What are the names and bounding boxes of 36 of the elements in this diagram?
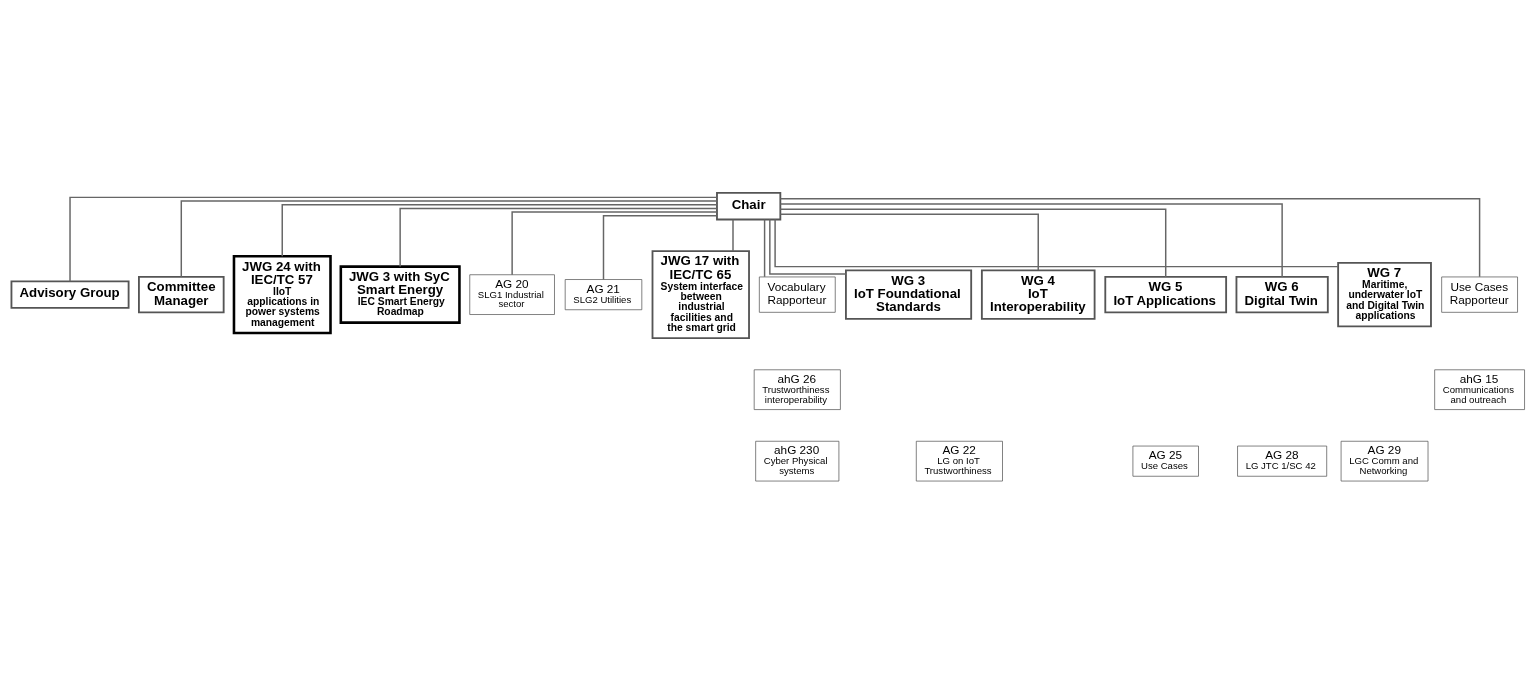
connector: [281, 204, 718, 257]
connector: [779, 213, 1039, 271]
node-box: AG 25 Use Cases: [1132, 445, 1199, 477]
node-box: JWG 17 with IEC/TC 65 System interface between industrial facilities and the smart grid: [651, 250, 750, 340]
node-box: Advisory Group: [10, 280, 130, 309]
node-box: JWG 24 with IEC/TC 57 IIoT applications in power systems management: [232, 255, 332, 335]
node-box: WG 3 IoT Foundational Standards: [845, 269, 973, 320]
node-box: ahG 26 Trustworthiness interoperability: [753, 369, 841, 410]
node-box: ahG 15 Communications and outreach: [1434, 369, 1525, 410]
node-box: AG 22 LG on IoT Trustworthiness: [915, 440, 1003, 482]
connector: [511, 211, 718, 276]
connector: [180, 200, 718, 278]
connector: [602, 215, 718, 281]
connector: [779, 208, 1167, 278]
node-box: Committee Manager: [138, 276, 225, 314]
node-box: AG 20 SLG1 Industrial sector: [469, 274, 555, 315]
connector: [399, 207, 718, 268]
connector: [763, 218, 766, 278]
node-box: WG 5 IoT Applications: [1104, 276, 1228, 314]
node-box: AG 28 LG JTC 1/SC 42: [1237, 445, 1328, 477]
node-box: WG 6 Digital Twin: [1235, 276, 1329, 314]
node-box: Chair: [716, 192, 782, 221]
node-box: AG 21 SLG2 Utilities: [564, 279, 643, 311]
connector: [769, 218, 847, 275]
node-box: WG 7 Maritime, underwater IoT and Digital Twin applications: [1337, 262, 1432, 328]
connector: [779, 198, 1481, 278]
node-box: Use Cases Rapporteur: [1441, 276, 1518, 313]
node-box: Vocabulary Rapporteur: [758, 276, 836, 313]
connector: [779, 203, 1283, 278]
node-box: WG 4 IoT Interoperability: [980, 269, 1096, 320]
node-box: AG 29 LGC Comm and Networking: [1340, 440, 1429, 482]
connector: [774, 218, 1339, 268]
connector: [732, 218, 734, 252]
node-box: ahG 230 Cyber Physical systems: [755, 440, 840, 482]
connector: [69, 196, 718, 283]
node-box: JWG 3 with SyC Smart Energy IEC Smart Energy Roadmap: [339, 265, 461, 324]
